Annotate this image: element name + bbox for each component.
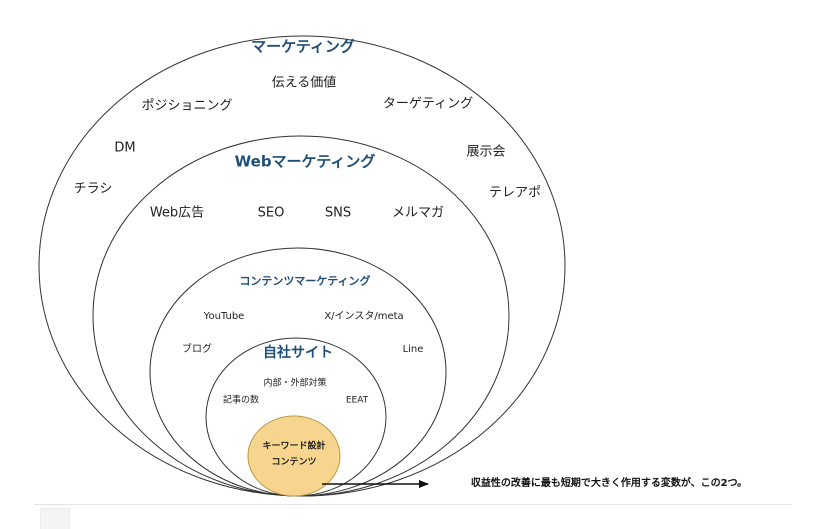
label-value: 伝える価値 [271, 75, 337, 91]
own-site-title: 自社サイト [263, 345, 333, 361]
core-circle [247, 415, 341, 497]
label-eeat: EEAT [345, 395, 369, 406]
label-youtube: YouTube [203, 311, 245, 322]
label-article-count: 記事の数 [222, 395, 260, 406]
corner-box [40, 508, 70, 529]
label-sns: SNS [324, 205, 352, 221]
label-mail-magazine: メルマガ [391, 205, 445, 221]
label-dm: DM [114, 140, 136, 156]
label-internal-external: 内部・外部対策 [263, 378, 327, 389]
marketing-title: マーケティング [251, 37, 355, 56]
label-teleapo: テレアポ [488, 185, 542, 201]
core-line-1: キーワード設計 [262, 441, 326, 452]
content-marketing-title: コンテンツマーケティング [239, 274, 371, 288]
label-flyer: チラシ [73, 181, 113, 197]
divider [34, 504, 792, 505]
label-web-ads: Web広告 [149, 205, 205, 221]
core-line-2: コンテンツ [271, 457, 317, 468]
label-targeting: ターゲティング [382, 96, 474, 112]
annotation-text: 収益性の改善に最も短期で大きく作用する変数が、この2つ。 [470, 478, 748, 489]
label-line: Line [402, 344, 424, 355]
label-exhibition: 展示会 [466, 144, 506, 160]
label-blog: ブログ [182, 344, 212, 355]
label-x-insta-meta: X/インスタ/meta [324, 311, 404, 322]
web-marketing-title: Webマーケティング [234, 152, 376, 171]
label-positioning: ポジショニング [141, 98, 233, 114]
label-seo: SEO [257, 205, 285, 221]
